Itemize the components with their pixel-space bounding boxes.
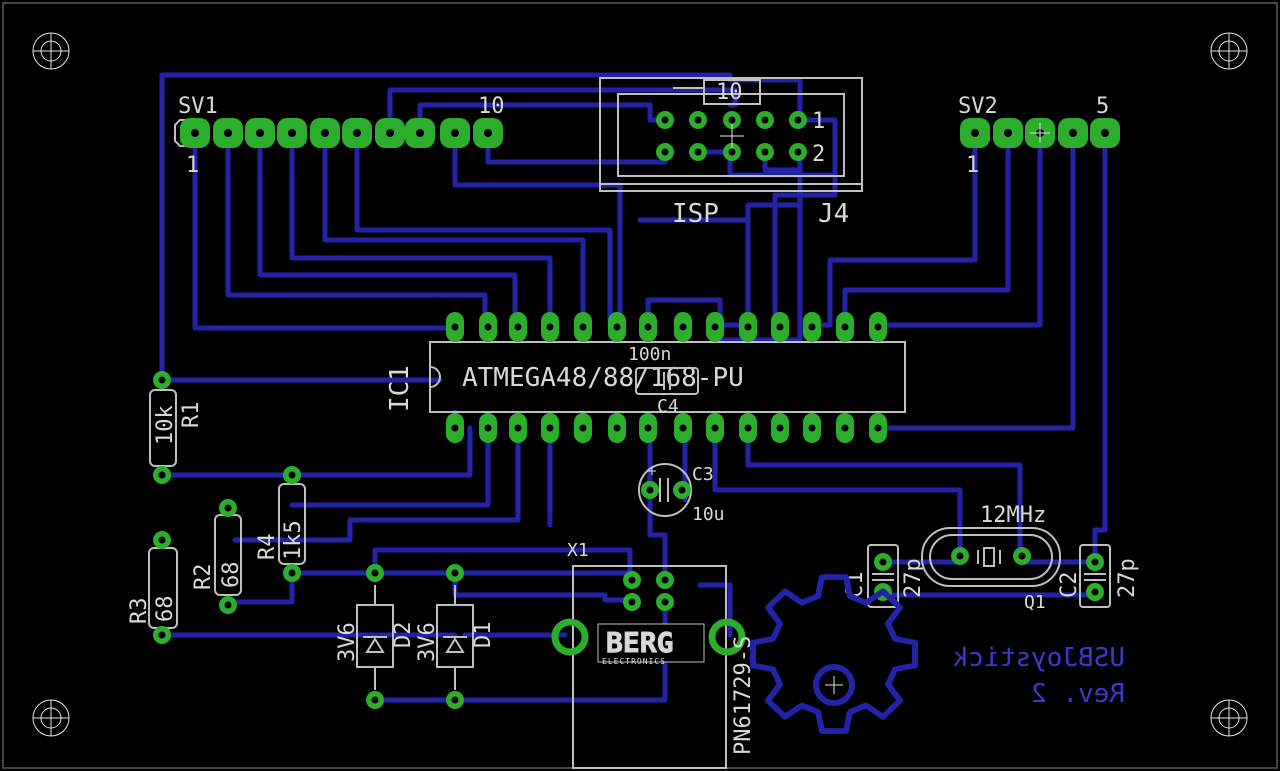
mounting-hole-bottom-right <box>1210 699 1248 737</box>
r3-name-label: R3 <box>127 598 152 625</box>
open-hardware-gear-icon <box>750 574 918 734</box>
ic1-top-drill-13 <box>841 323 849 331</box>
mounting-hole-top-left <box>32 32 70 70</box>
ic1-bottom-drill-1 <box>451 424 459 432</box>
ic1-name-label: IC1 <box>385 365 415 412</box>
c4-value-label: 100n <box>628 344 671 365</box>
board-rev-label: Rev. 2 <box>1031 679 1125 709</box>
ic1-bottom-drill-9 <box>711 424 719 432</box>
mounting-hole-bottom-left <box>32 699 70 737</box>
resistor-r2: 68 R2 <box>191 499 244 614</box>
ic1-top-drill-12 <box>808 323 816 331</box>
ic1-top-drill-6 <box>613 323 621 331</box>
ic1-bottom-drill-5 <box>579 424 587 432</box>
ic1-bottom-drill-12 <box>808 424 816 432</box>
sv1-pin1-label: 1 <box>186 153 199 178</box>
ic1-bottom-drill-3 <box>514 424 522 432</box>
ic1-bottom-drill-6 <box>613 424 621 432</box>
ic1-value-label: ATMEGA48/88/168-PU <box>462 363 744 393</box>
j4-label: J4 <box>818 199 849 229</box>
isp-label: ISP <box>672 199 719 229</box>
sv1-label: SV1 <box>178 94 218 119</box>
d2-value-label: 3V6 <box>335 622 360 662</box>
sv1-pin10-label: 10 <box>478 94 505 119</box>
ic1-top-drill-7 <box>644 323 652 331</box>
ic1-top-drill-3 <box>514 323 522 331</box>
berg-sub-label: ELECTRONICS <box>602 657 666 666</box>
ic1-bottom-drill-7 <box>644 424 652 432</box>
ic1-top-drill-4 <box>546 323 554 331</box>
ic1-bottom-drill-4 <box>546 424 554 432</box>
board-title-mirrored: USBJoystick Rev. 2 <box>952 643 1125 709</box>
capacitor-c3: C3 10u <box>638 463 725 525</box>
ic1-top-drill-11 <box>776 323 784 331</box>
header-sv2: SV2 1 5 <box>958 94 1120 178</box>
header-sv1: SV1 1 10 <box>174 94 505 178</box>
capacitor-c4: 100n C4 <box>628 344 699 417</box>
c3-value-label: 10u <box>692 504 725 525</box>
c2-name-label: C2 <box>1057 572 1082 599</box>
diode-d1: 3V6 D1 <box>415 564 496 709</box>
r4-value-label: 1k5 <box>281 520 306 560</box>
ic1-top-drill-8 <box>679 323 687 331</box>
d1-name-label: D1 <box>471 622 496 649</box>
ic1-bottom-drill-2 <box>484 424 492 432</box>
usb-connector-x1: BERG ELECTRONICS X1 PN61729-S <box>551 540 756 769</box>
sv2-label: SV2 <box>958 94 998 119</box>
isp-pin10-label: 10 <box>716 80 743 105</box>
ic1-bottom-drill-8 <box>679 424 687 432</box>
ic1-bottom-drill-13 <box>841 424 849 432</box>
resistor-r3: 68 R3 <box>127 531 178 644</box>
capacitor-c2: C2 27p <box>1057 544 1140 608</box>
berg-brand-label: BERG <box>606 626 673 659</box>
diode-d2: 3V6 D2 <box>335 564 416 709</box>
isp-pin1-label: 1 <box>812 109 825 134</box>
ic1-top-drill-5 <box>579 323 587 331</box>
board-title-label: USBJoystick <box>952 643 1125 673</box>
c3-name-label: C3 <box>692 464 714 485</box>
d2-name-label: D2 <box>391 622 416 649</box>
ic1-top-drill-9 <box>711 323 719 331</box>
ic1-top-drill-14 <box>874 323 882 331</box>
resistor-r1: 10k R1 <box>149 371 204 484</box>
q1-value-label: 12MHz <box>980 503 1046 528</box>
ic1-bottom-drill-11 <box>776 424 784 432</box>
mounting-hole-top-right <box>1210 32 1248 70</box>
ic1-top-drill-1 <box>451 323 459 331</box>
resistor-r4: 1k5 R4 <box>255 466 306 582</box>
ic1-atmega: IC1 ATMEGA48/88/168-PU <box>385 312 906 443</box>
r2-value-label: 68 <box>219 562 244 589</box>
r1-value-label: 10k <box>153 405 178 445</box>
q1-name-label: Q1 <box>1024 592 1046 613</box>
ic1-bottom-drill-14 <box>874 424 882 432</box>
c2-value-label: 27p <box>1115 558 1140 598</box>
ic1-top-drill-2 <box>484 323 492 331</box>
sv2-pin5-label: 5 <box>1096 94 1109 119</box>
sv2-pin1-label: 1 <box>966 153 979 178</box>
r1-name-label: R1 <box>179 402 204 429</box>
connector-isp-j4: 10 1 2 ISP J4 <box>599 77 863 229</box>
r3-value-label: 68 <box>153 596 178 623</box>
r4-name-label: R4 <box>255 534 280 561</box>
ic1-top-drill-10 <box>744 323 752 331</box>
d1-value-label: 3V6 <box>415 622 440 662</box>
ic1-bottom-drill-10 <box>744 424 752 432</box>
x1-name-label: X1 <box>567 540 589 561</box>
c4-name-label: C4 <box>657 396 679 417</box>
isp-pin2-label: 2 <box>812 142 825 167</box>
crystal-q1: 12MHz Q1 <box>921 503 1061 613</box>
r2-name-label: R2 <box>191 564 216 591</box>
